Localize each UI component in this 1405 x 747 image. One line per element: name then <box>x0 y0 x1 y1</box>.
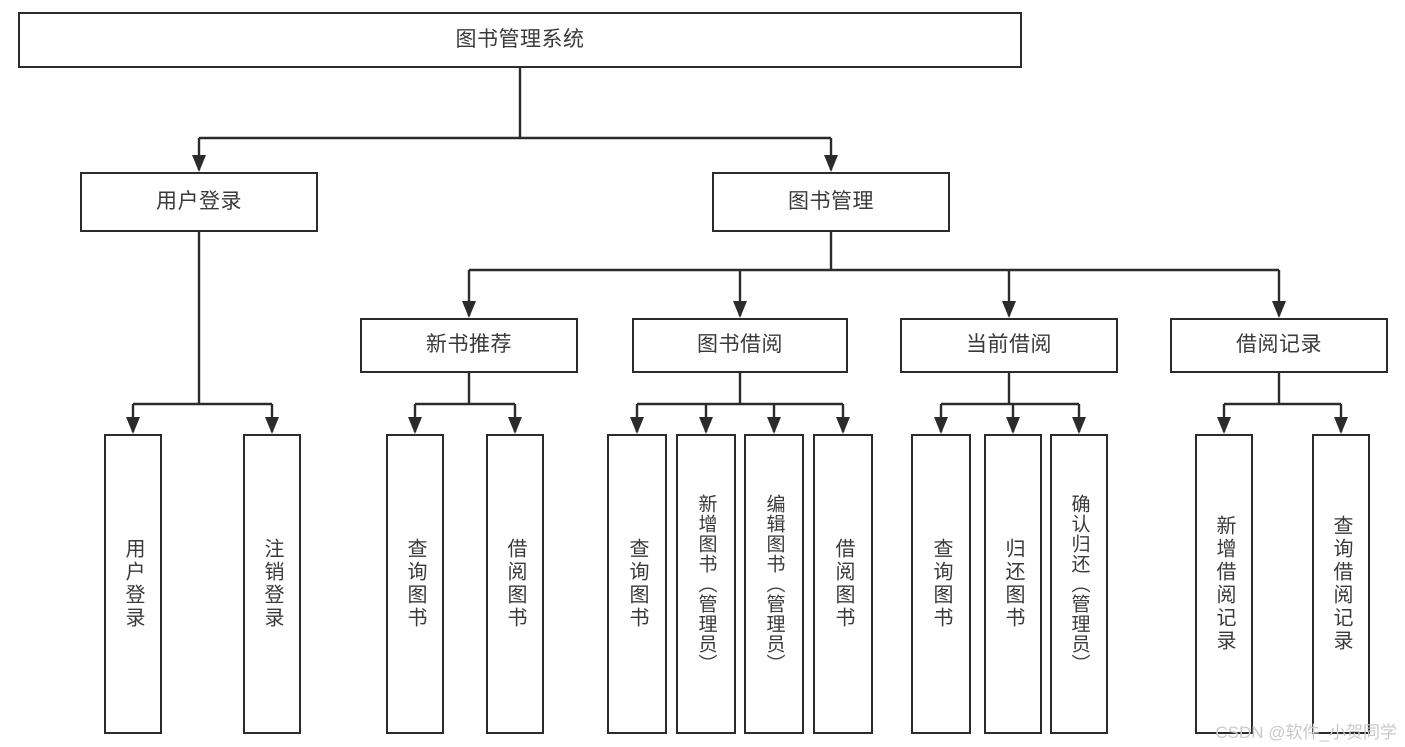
node-leaf-newbook-borrow[interactable]: 借阅图书 <box>486 434 544 734</box>
node-book-management[interactable]: 图书管理 <box>712 172 950 232</box>
node-label: 确认归还（管理员） <box>1068 494 1090 674</box>
node-leaf-current-return[interactable]: 归还图书 <box>984 434 1042 734</box>
node-label: 归还图书 <box>1002 538 1024 630</box>
node-user-login[interactable]: 用户登录 <box>80 172 318 232</box>
node-root-system[interactable]: 图书管理系统 <box>18 12 1022 68</box>
node-new-book-recommend[interactable]: 新书推荐 <box>360 318 578 373</box>
node-label: 用户登录 <box>156 189 242 213</box>
watermark-text: CSDN @软件_小贺同学 <box>1215 723 1397 742</box>
node-label: 图书借阅 <box>697 333 783 357</box>
node-leaf-borrow-query[interactable]: 查询图书 <box>607 434 667 734</box>
node-label: 新书推荐 <box>426 333 512 357</box>
node-label: 用户登录 <box>122 538 144 630</box>
node-label: 编辑图书（管理员） <box>763 494 785 674</box>
node-label: 图书管理 <box>788 189 874 213</box>
node-label: 当前借阅 <box>966 333 1052 357</box>
node-label: 注销登录 <box>261 538 283 630</box>
node-label: 查询图书 <box>930 538 952 630</box>
node-label: 新增图书（管理员） <box>695 494 717 674</box>
node-leaf-current-confirm-return[interactable]: 确认归还（管理员） <box>1050 434 1108 734</box>
node-label: 图书管理系统 <box>455 27 585 51</box>
node-current-borrow[interactable]: 当前借阅 <box>900 318 1118 373</box>
node-leaf-newbook-query[interactable]: 查询图书 <box>386 434 444 734</box>
node-label: 查询图书 <box>626 538 648 630</box>
node-label: 查询图书 <box>404 538 426 630</box>
node-leaf-borrow-book[interactable]: 借阅图书 <box>813 434 873 734</box>
node-leaf-user-login[interactable]: 用户登录 <box>104 434 162 734</box>
node-leaf-current-query[interactable]: 查询图书 <box>911 434 971 734</box>
node-borrow-record[interactable]: 借阅记录 <box>1170 318 1388 373</box>
node-label: 借阅图书 <box>504 538 526 630</box>
node-leaf-borrow-add-book[interactable]: 新增图书（管理员） <box>676 434 736 734</box>
node-book-borrow[interactable]: 图书借阅 <box>632 318 848 373</box>
node-label: 借阅图书 <box>832 538 854 630</box>
node-label: 查询借阅记录 <box>1330 515 1352 653</box>
node-leaf-record-add[interactable]: 新增借阅记录 <box>1195 434 1253 734</box>
node-leaf-borrow-edit-book[interactable]: 编辑图书（管理员） <box>744 434 804 734</box>
node-leaf-record-query[interactable]: 查询借阅记录 <box>1312 434 1370 734</box>
node-leaf-user-logout[interactable]: 注销登录 <box>243 434 301 734</box>
node-label: 新增借阅记录 <box>1213 515 1235 653</box>
node-label: 借阅记录 <box>1236 333 1322 357</box>
